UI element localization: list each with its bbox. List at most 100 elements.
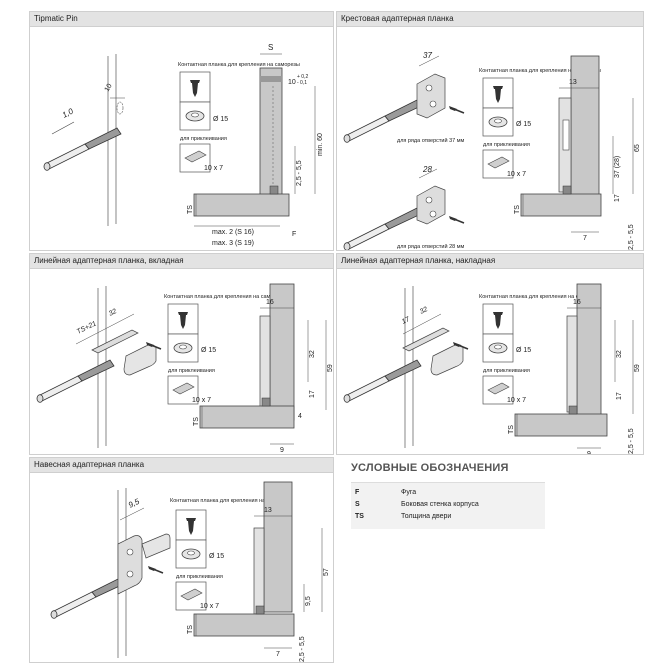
dim-17: 17: [614, 194, 621, 202]
section-drawing: [514, 283, 608, 437]
dim-7: 7: [276, 651, 280, 658]
section-drawing: [520, 55, 602, 217]
dim-f: F: [292, 231, 296, 238]
dim-32: 32: [419, 306, 429, 316]
dim-37: 37: [423, 51, 432, 60]
dim-9-5-v: 9,5: [305, 596, 312, 606]
cross-plate-37: [416, 73, 446, 119]
dim-17: 17: [401, 316, 412, 326]
dim-4: 4: [298, 413, 302, 420]
dim-17: 17: [309, 390, 316, 398]
cross-drawing: 37 для ряда отверстий 37 мм 28 для ряда …: [343, 51, 641, 250]
row-37-label: для ряда отверстий 37 мм: [397, 137, 464, 144]
push-pin-icon: [343, 359, 422, 403]
screw-icon: [448, 105, 465, 114]
linear-inset-drawing: TS+21 32 Контактная планка для крепления…: [36, 283, 333, 454]
dim-ts: TS: [187, 205, 194, 214]
dia-15: Ø 15: [201, 347, 216, 354]
dim-57: 57: [323, 568, 330, 576]
plate-screw-label: Контактная планка для крепления на самор…: [170, 498, 292, 504]
legend-code: S: [355, 501, 360, 508]
panel-title: Крестовая адаптерная планка: [337, 12, 643, 27]
plate-screw-label: Контактная планка для крепления на самор…: [479, 294, 601, 300]
dim-37-28: 37 (28): [614, 156, 621, 178]
dim-1-0: 1,0: [61, 106, 76, 119]
legend-desc: Фуга: [401, 489, 417, 496]
push-pin-icon: [50, 575, 129, 619]
dim-10-top: 10: [288, 79, 296, 86]
dim-65: 65: [634, 144, 641, 152]
dim-9: 9: [587, 451, 591, 455]
plate-glue-label: для приклеивания: [180, 136, 227, 142]
panel-title: Навесная адаптерная планка: [30, 458, 333, 473]
dim-2-5-5-5: 2,5 - 5,5: [628, 428, 635, 454]
max-2: max. 2 (S 16): [212, 229, 254, 236]
contact-plates-icon: [482, 77, 514, 179]
dim-s: S: [268, 43, 273, 52]
plate-glue-label: для приклеивания: [176, 574, 223, 580]
size-10x7: 10 x 7: [204, 165, 223, 172]
dim-2-5-5-5: 2,5 - 5,5: [296, 160, 303, 186]
section-drawing: [193, 67, 290, 217]
dim-16: 16: [573, 299, 581, 306]
section-drawing: [199, 283, 295, 429]
side-wall-iso: [107, 54, 124, 226]
screw-icon: [147, 565, 164, 574]
plate-screw-label: Контактная планка для крепления на самор…: [479, 68, 601, 74]
size-10x7: 10 x 7: [507, 171, 526, 178]
size-10x7: 10 x 7: [192, 397, 211, 404]
plate-screw-label: Контактная планка для крепления на самор…: [164, 294, 286, 300]
section-drawing: [193, 481, 295, 637]
dim-7: 7: [583, 235, 587, 242]
dia-15: Ø 15: [516, 347, 531, 354]
dim-ts: TS: [187, 625, 194, 634]
legend-title: УСЛОВНЫЕ ОБОЗНАЧЕНИЯ: [351, 462, 509, 474]
legend: УСЛОВНЫЕ ОБОЗНАЧЕНИЯ F Фуга S Боковая ст…: [351, 462, 545, 529]
panel-title: Линейная адаптерная планка, накладная: [337, 254, 643, 269]
push-pin-icon: [43, 127, 122, 171]
panel-title: Tipmatic Pin: [30, 12, 333, 27]
linear-overlay-drawing: 17 32 Контактная планка для крепления на…: [343, 283, 641, 455]
cross-plate-28: [416, 185, 446, 225]
tol-minus: - 0,1: [297, 80, 307, 86]
plate-glue-label: для приклеивания: [483, 368, 530, 374]
size-10x7: 10 x 7: [200, 603, 219, 610]
hanging-plate: [117, 533, 171, 595]
plate-glue-label: для приклеивания: [168, 368, 215, 374]
panel-linear-overlay: Линейная адаптерная планка, накладная 17…: [336, 253, 644, 455]
legend-row: S Боковая стенка корпуса: [351, 499, 545, 511]
legend-row: TS Толщина двери: [351, 511, 545, 523]
dim-28: 28: [422, 165, 432, 174]
dim-16: 16: [266, 299, 274, 306]
dim-13: 13: [569, 79, 577, 86]
dim-17-v: 17: [616, 392, 623, 400]
dim-59: 59: [634, 364, 641, 372]
legend-desc: Толщина двери: [401, 513, 452, 520]
dim-2-5-5-5: 2,5 - 5,5: [299, 636, 306, 662]
plate-glue-label: для приклеивания: [483, 142, 530, 148]
row-28-label: для ряда отверстий 28 мм: [397, 243, 464, 250]
dim-ts: TS: [514, 205, 521, 214]
push-pin-icon: [36, 359, 115, 403]
contact-plates-icon: [175, 509, 207, 611]
screw-icon: [448, 215, 465, 224]
panel-title: Линейная адаптерная планка, вкладная: [30, 254, 333, 269]
dia-15: Ø 15: [516, 121, 531, 128]
dim-32-v: 32: [616, 350, 623, 358]
dim-ts: TS: [193, 417, 200, 426]
legend-box: F Фуга S Боковая стенка корпуса TS Толщи…: [351, 482, 545, 529]
dim-min-60: min. 60: [317, 133, 324, 156]
contact-plates-icon: [167, 303, 199, 405]
legend-desc: Боковая стенка корпуса: [401, 501, 479, 508]
dim-13: 13: [264, 507, 272, 514]
panel-tipmatic-pin: Tipmatic Pin 1,0 10 Контактная планка дл…: [29, 11, 334, 251]
legend-code: F: [355, 489, 360, 496]
panel-cross-adapter: Крестовая адаптерная планка 37 для ряда …: [336, 11, 644, 251]
dim-ts: TS: [508, 425, 515, 434]
panel-linear-inset: Линейная адаптерная планка, вкладная TS+…: [29, 253, 334, 455]
tipmatic-drawing: 1,0 10 Контактная планка для крепления н…: [43, 43, 324, 247]
dim-9-5: 9,5: [127, 497, 141, 510]
contact-plates-icon: [482, 303, 514, 405]
size-10x7: 10 x 7: [507, 397, 526, 404]
plate-screw-label: Контактная планка для крепления на самор…: [178, 62, 300, 68]
